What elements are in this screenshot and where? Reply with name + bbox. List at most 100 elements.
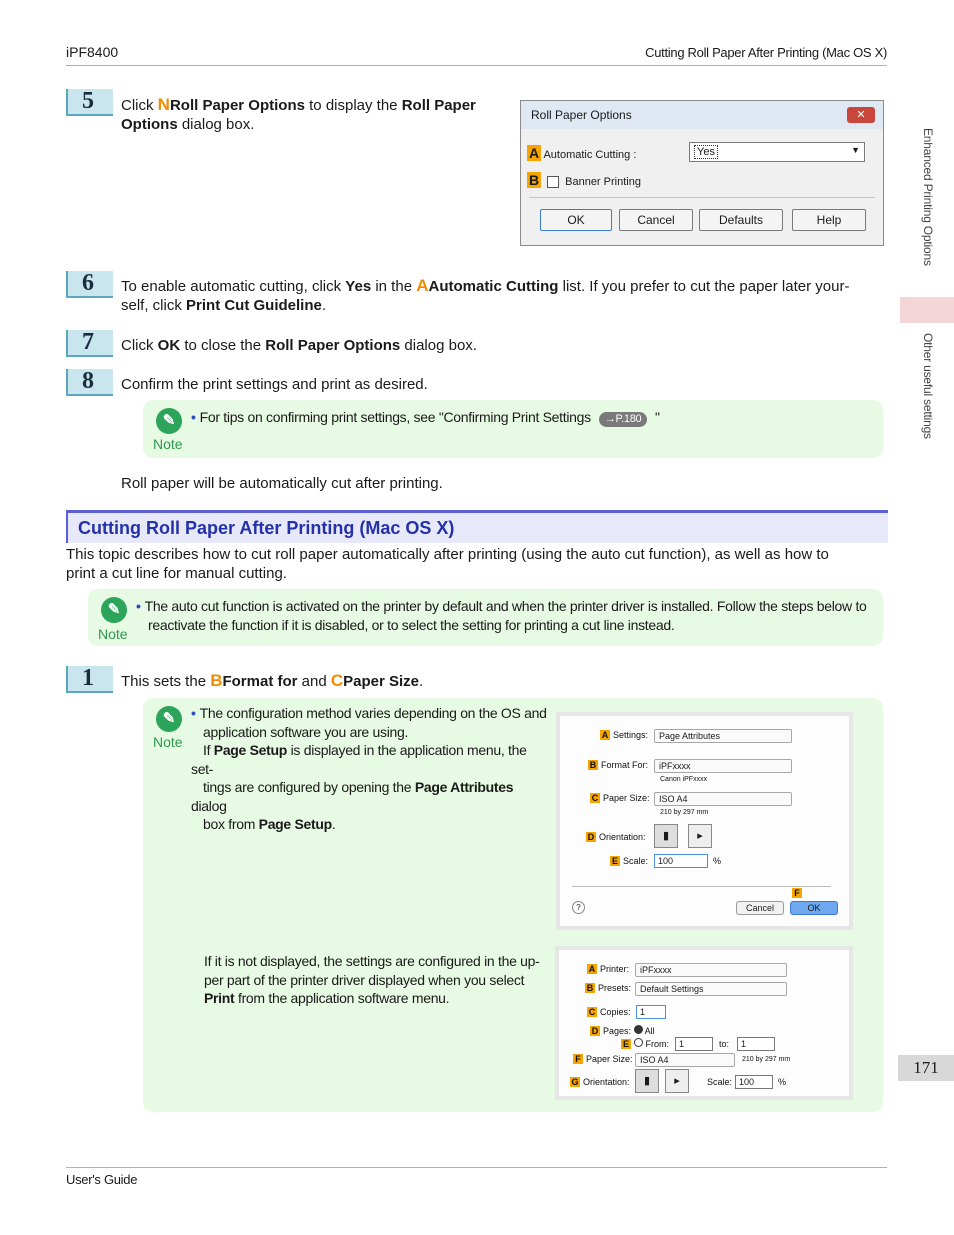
page-reference-link[interactable]: →P.180 — [598, 412, 648, 427]
step-8-text: Confirm the print settings and print as … — [121, 376, 428, 393]
pencil-icon: ✎ — [156, 706, 182, 732]
result-text: Roll paper will be automatically cut aft… — [121, 475, 443, 492]
note-text: •For tips on confirming print settings, … — [191, 409, 660, 427]
step-6-text: To enable automatic cutting, click Yes i… — [121, 276, 850, 314]
scale-unit: % — [713, 856, 722, 866]
section-intro: This topic describes how to cut roll pap… — [66, 546, 829, 582]
help-icon[interactable]: ? — [572, 901, 585, 914]
pencil-icon: ✎ — [101, 597, 127, 623]
format-for-select[interactable]: iPFxxxx — [654, 759, 792, 773]
step-number-7: 7 — [66, 330, 113, 357]
defaults-button[interactable]: Defaults — [699, 209, 783, 231]
pages-all-radio[interactable] — [633, 1025, 643, 1034]
from-row: E From: — [621, 1038, 670, 1049]
chevron-down-icon: ▼ — [851, 145, 860, 155]
key-b: B — [527, 172, 541, 188]
cancel-button[interactable]: Cancel — [736, 901, 784, 915]
ok-button[interactable]: OK — [540, 209, 612, 231]
note-label: Note — [153, 436, 183, 452]
note-text: •The configuration method varies dependi… — [191, 705, 547, 832]
scale-label: Scale: — [707, 1077, 733, 1087]
banner-printing-checkbox[interactable] — [547, 176, 560, 189]
note-text: •The auto cut function is activated on t… — [136, 598, 867, 633]
footer-guide-name: User's Guide — [66, 1172, 138, 1187]
close-icon[interactable]: ✕ — [847, 107, 875, 123]
step-number-6: 6 — [66, 271, 113, 298]
step-7-text: Click OK to close the Roll Paper Options… — [121, 337, 477, 354]
ok-marker: F — [792, 888, 805, 898]
presets-select[interactable]: Default Settings — [635, 982, 787, 996]
key-a: A — [527, 145, 541, 161]
note-label: Note — [153, 734, 183, 750]
portrait-icon[interactable]: ▮ — [635, 1069, 659, 1093]
footer-divider — [66, 1167, 887, 1168]
note-text-print-menu: If it is not displayed, the settings are… — [204, 953, 540, 1006]
roll-paper-options-dialog: Roll Paper Options ✕ A Automatic Cutting… — [520, 100, 884, 246]
side-tab-other-settings[interactable]: Other useful settings — [921, 333, 935, 439]
automatic-cutting-row: A Automatic Cutting : — [527, 145, 636, 161]
section-heading: Cutting Roll Paper After Printing (Mac O… — [66, 510, 888, 543]
from-input[interactable]: 1 — [675, 1037, 713, 1051]
header-divider — [66, 65, 887, 66]
to-input[interactable]: 1 — [737, 1037, 775, 1051]
step-number-8: 8 — [66, 369, 113, 396]
dialog-title: Roll Paper Options — [521, 101, 883, 129]
banner-printing-row: B Banner Printing — [527, 172, 641, 189]
portrait-icon[interactable]: ▮ — [654, 824, 678, 848]
format-for-sub: Canon iPFxxxx — [660, 776, 708, 783]
pages-range-radio[interactable] — [634, 1038, 643, 1047]
automatic-cutting-label: Automatic Cutting : — [543, 149, 637, 161]
key-a: A — [416, 276, 429, 295]
section-title: Cutting Roll Paper After Printing (Mac O… — [78, 518, 455, 538]
key-c: C — [330, 671, 344, 690]
page-number: 171 — [898, 1055, 954, 1081]
landscape-icon[interactable]: ▸ — [665, 1069, 689, 1093]
header-topic: Cutting Roll Paper After Printing (Mac O… — [645, 45, 887, 60]
side-tab-enhanced-printing[interactable]: Enhanced Printing Options — [921, 128, 935, 266]
key-n: N — [157, 95, 170, 114]
paper-size-sub: 210 by 297 mm — [660, 809, 709, 816]
note-label: Note — [98, 626, 128, 642]
note-box: ✎ Note •For tips on confirming print set… — [143, 400, 883, 458]
note-box: ✎ Note •The auto cut function is activat… — [88, 589, 883, 646]
printer-select[interactable]: iPFxxxx — [635, 963, 787, 977]
header-model: iPF8400 — [66, 44, 119, 60]
help-button[interactable]: Help — [792, 209, 866, 231]
paper-size-sub: 210 by 297 mm — [742, 1056, 791, 1063]
copies-input[interactable]: 1 — [636, 1005, 666, 1019]
side-tab-highlight — [900, 297, 954, 323]
cancel-button[interactable]: Cancel — [619, 209, 693, 231]
ok-button[interactable]: OK — [790, 901, 838, 915]
note-box: ✎ Note •The configuration method varies … — [143, 698, 883, 1112]
automatic-cutting-select[interactable]: Yes ▼ — [689, 142, 865, 162]
dialog-divider — [572, 886, 831, 887]
step-number-1: 1 — [66, 666, 113, 693]
to-label: to: — [719, 1039, 730, 1049]
scale-unit: % — [778, 1077, 787, 1087]
pencil-icon: ✎ — [156, 408, 182, 434]
step-1-text: This sets the BFormat for and CPaper Siz… — [121, 671, 424, 690]
paper-size-select[interactable]: ISO A4 — [635, 1053, 735, 1067]
settings-select[interactable]: Page Attributes — [654, 729, 792, 743]
key-b: B — [210, 671, 223, 690]
landscape-icon[interactable]: ▸ — [688, 824, 712, 848]
paper-size-select[interactable]: ISO A4 — [654, 792, 792, 806]
scale-input[interactable]: 100 — [735, 1075, 773, 1089]
banner-printing-label: Banner Printing — [565, 176, 641, 188]
step-number-5: 5 — [66, 89, 113, 116]
step-5-text: Click NRoll Paper Options to display the… — [121, 95, 476, 133]
scale-input[interactable]: 100 — [654, 854, 708, 868]
